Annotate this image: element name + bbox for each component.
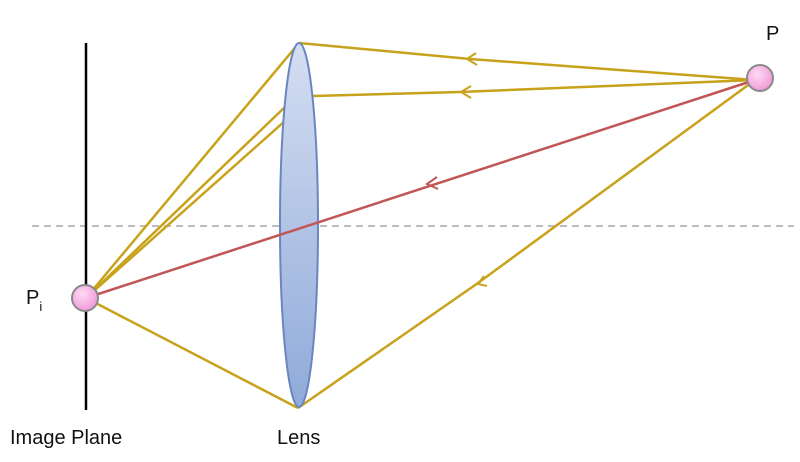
ray-top-arrow (465, 52, 478, 66)
ray-bottom-incoming (297, 78, 756, 410)
image-point-label-sub: i (39, 299, 42, 314)
image-point-label: Pi (26, 287, 42, 314)
chief-ray-arrow (424, 176, 439, 190)
image-point (71, 284, 99, 312)
object-point (746, 64, 774, 92)
object-point-label: P (766, 23, 779, 45)
chief-ray (85, 78, 756, 300)
ray-third-refracted (85, 105, 287, 299)
ray-second-refracted (85, 95, 314, 299)
ray-arrows (424, 52, 488, 287)
lens-label: Lens (277, 427, 320, 449)
ray-second-arrow (459, 85, 472, 99)
image-plane-label: Image Plane (10, 427, 122, 449)
ray-bottom-arrow (476, 275, 488, 287)
ray-second-incoming (312, 78, 756, 98)
ray-bottom-refracted (85, 296, 299, 410)
ray-top-refracted (85, 42, 300, 299)
refracted-rays (85, 42, 314, 410)
image-point-label-main: P (26, 287, 39, 309)
lens-shape (279, 42, 319, 408)
ray-top-incoming (298, 41, 756, 82)
